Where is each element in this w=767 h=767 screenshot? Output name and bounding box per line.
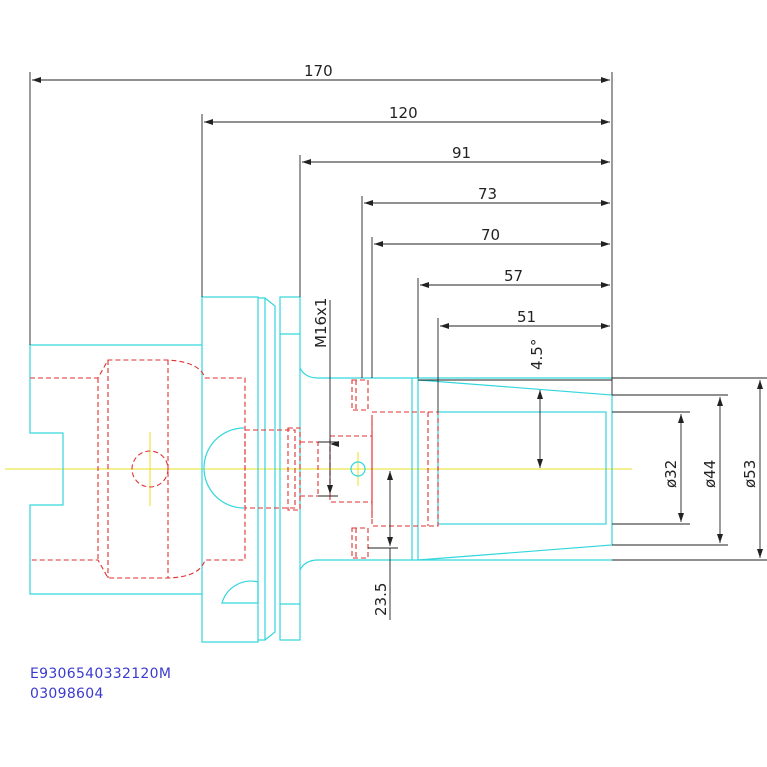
dim-51: 51 <box>517 308 536 326</box>
dimension-lines <box>29 72 767 620</box>
inner-bore <box>437 411 607 525</box>
dim-91: 91 <box>452 144 471 162</box>
drive-slot-top <box>203 427 245 509</box>
dim-thread: M16x1 <box>312 298 330 348</box>
dim-70: 70 <box>481 226 500 244</box>
dim-dia-32: ø32 <box>662 460 680 488</box>
flange-block <box>201 296 259 643</box>
order-number: 03098604 <box>30 686 104 702</box>
drive-slot-bottom <box>221 580 259 604</box>
dim-23-5: 23.5 <box>372 583 390 616</box>
neck-top <box>299 367 612 379</box>
dim-57: 57 <box>504 267 523 285</box>
dim-170: 170 <box>304 62 333 80</box>
tapered-nose <box>417 379 613 561</box>
dim-120: 120 <box>389 104 418 122</box>
stop-screw <box>350 461 366 477</box>
dim-dia-44: ø44 <box>701 460 719 488</box>
dim-angle: 4.5° <box>528 339 546 370</box>
hidden-lines <box>30 359 439 579</box>
neck-bottom <box>299 559 612 571</box>
part-number: E9306540332120M <box>30 666 172 682</box>
tool-outline <box>29 296 613 643</box>
flange-ring-groove <box>264 297 276 641</box>
dim-73: 73 <box>478 185 497 203</box>
dim-dia-53: ø53 <box>741 460 759 488</box>
flange-ring-left <box>258 297 266 641</box>
taper-shank <box>29 344 202 595</box>
